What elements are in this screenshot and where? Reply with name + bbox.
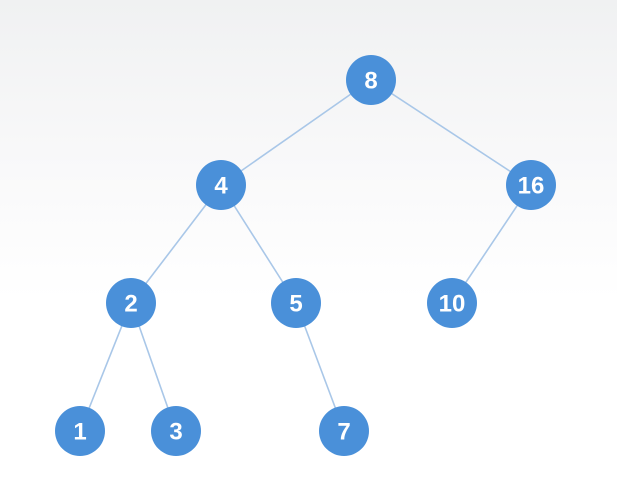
tree-nodes: 8 4 16 2 5 10	[55, 55, 556, 456]
tree-node-2: 2	[106, 278, 156, 328]
node-label: 16	[518, 173, 545, 200]
tree-node-10: 10	[427, 278, 477, 328]
node-circle	[196, 160, 246, 210]
tree-edges	[79, 79, 532, 432]
node-label: 2	[124, 291, 137, 318]
tree-node-3: 3	[151, 406, 201, 456]
node-circle	[346, 55, 396, 105]
tree-node-7: 7	[319, 406, 369, 456]
node-label: 1	[73, 419, 86, 446]
tree-node-5: 5	[271, 278, 321, 328]
node-circle	[319, 406, 369, 456]
node-circle	[427, 278, 477, 328]
node-label: 8	[364, 68, 377, 95]
node-label: 10	[439, 291, 466, 318]
node-label: 3	[169, 419, 182, 446]
node-circle	[271, 278, 321, 328]
tree-node-4: 4	[196, 160, 246, 210]
edge-8-16	[370, 79, 532, 186]
node-circle	[106, 278, 156, 328]
node-circle	[151, 406, 201, 456]
tree-node-8: 8	[346, 55, 396, 105]
tree-node-1: 1	[55, 406, 105, 456]
edge-8-4	[220, 79, 372, 186]
node-circle	[506, 160, 556, 210]
node-label: 5	[289, 291, 302, 318]
node-circle	[55, 406, 105, 456]
tree-node-16: 16	[506, 160, 556, 210]
node-label: 7	[337, 419, 350, 446]
node-label: 4	[214, 173, 228, 200]
